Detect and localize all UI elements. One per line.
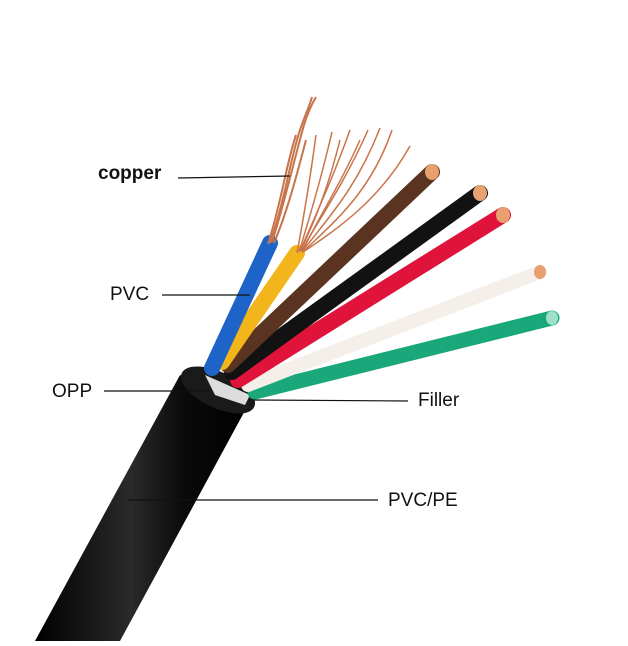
white-core-end <box>534 265 546 279</box>
outer-jacket <box>35 375 248 641</box>
red-core <box>230 207 511 388</box>
red-core-end <box>496 207 510 223</box>
label-opp: OPP <box>52 381 93 402</box>
label-pvc-pe: PVC/PE <box>388 490 458 511</box>
black-core <box>224 185 488 380</box>
brown-core-end <box>425 164 439 180</box>
green-core <box>247 310 560 400</box>
black-core-end <box>473 185 487 201</box>
label-filler: Filler <box>418 390 460 411</box>
green-core-end <box>546 311 558 325</box>
white-core <box>241 265 547 392</box>
leader-copper <box>177 175 291 179</box>
opp-wrap <box>205 375 250 405</box>
brown-core <box>220 164 440 373</box>
copper-strands-blue <box>267 96 317 245</box>
blue-core <box>204 235 278 376</box>
label-pvc: PVC <box>110 284 150 305</box>
yellow-core <box>214 245 305 370</box>
label-copper: copper <box>98 163 162 184</box>
copper-strands-yellow <box>296 127 411 254</box>
leader-filler <box>249 399 409 402</box>
